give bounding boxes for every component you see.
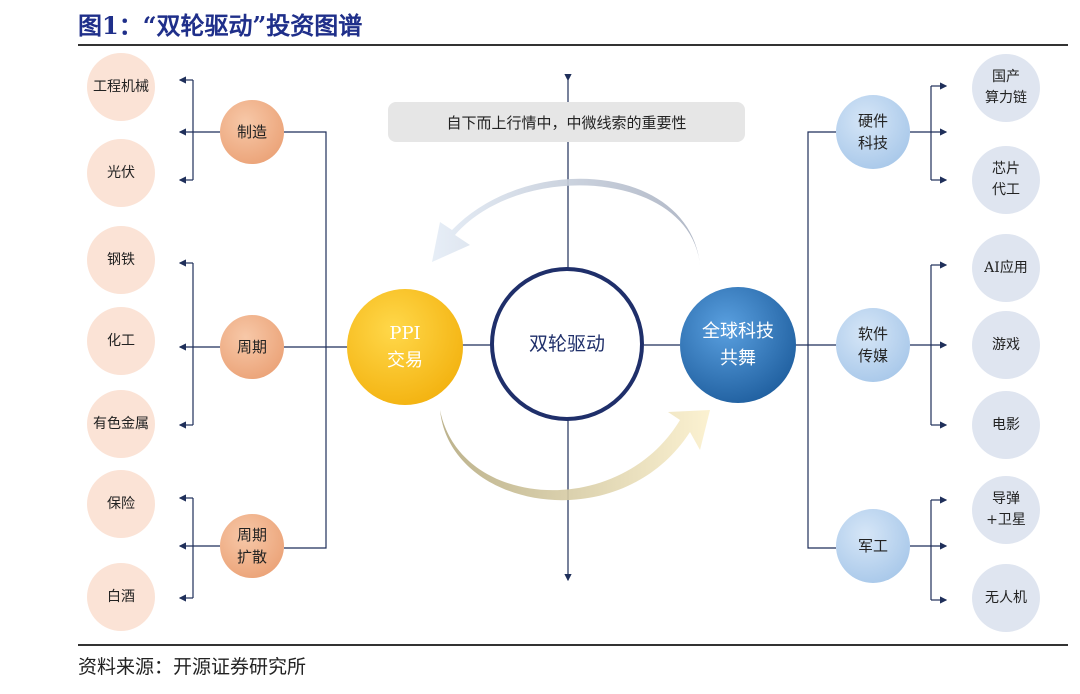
label-line: 传媒 bbox=[857, 347, 888, 365]
global-tech-node: 全球科技共舞 bbox=[680, 287, 796, 403]
group-manufacturing: 制造 bbox=[220, 100, 284, 164]
tech-line-2: 共舞 bbox=[720, 348, 756, 369]
group-software-media: 软件传媒 bbox=[836, 308, 910, 382]
ppi-line-1: PPI bbox=[389, 323, 421, 344]
bottom-divider bbox=[78, 644, 1068, 646]
leaf-node: 白酒 bbox=[87, 563, 155, 631]
leaf-node: 钢铁 bbox=[87, 226, 155, 294]
label-line: 扩散 bbox=[236, 548, 267, 566]
ppi-trade-node: PPI 交易 bbox=[347, 289, 463, 405]
dual-drive-center: 双轮驱动 bbox=[490, 267, 644, 421]
leaf-node: 有色金属 bbox=[87, 390, 155, 458]
label-line: 芯片 bbox=[992, 161, 1020, 177]
label-line: +卫星 bbox=[986, 512, 1026, 528]
ppi-line-2: 交易 bbox=[387, 350, 423, 371]
group-cyclical-spread: 周期扩散 bbox=[220, 514, 284, 578]
leaf-node: 国产算力链 bbox=[972, 54, 1040, 122]
leaf-node: 无人机 bbox=[972, 564, 1040, 632]
top-divider bbox=[78, 44, 1068, 46]
label-line: 代工 bbox=[992, 182, 1020, 198]
leaf-node: 光伏 bbox=[87, 139, 155, 207]
leaf-node: 工程机械 bbox=[87, 53, 155, 121]
insight-banner: 自下而上行情中，中微线索的重要性 bbox=[388, 102, 745, 142]
group-cyclical: 周期 bbox=[220, 315, 284, 379]
source-note: 资料来源：开源证券研究所 bbox=[78, 656, 307, 678]
leaf-node: 导弹 +卫星 bbox=[972, 476, 1040, 544]
leaf-node: 游戏 bbox=[972, 311, 1040, 379]
group-hardware-tech: 硬件科技 bbox=[836, 95, 910, 169]
label-line: 科技 bbox=[857, 134, 888, 152]
cycle-arrow-top bbox=[432, 178, 700, 265]
leaf-node: 芯片代工 bbox=[972, 146, 1040, 214]
label-line: 导弹 bbox=[991, 491, 1020, 507]
tech-line-1: 全球科技 bbox=[702, 321, 774, 342]
label-line: 国产 bbox=[992, 69, 1020, 85]
group-military: 军工 bbox=[836, 509, 910, 583]
label-line: 算力链 bbox=[985, 90, 1027, 106]
leaf-node: 保险 bbox=[87, 470, 155, 538]
leaf-node: 化工 bbox=[87, 307, 155, 375]
leaf-node: 电影 bbox=[972, 391, 1040, 459]
leaf-node: AI应用 bbox=[972, 234, 1040, 302]
label-line: 周期 bbox=[236, 525, 267, 544]
figure-title: 图1：“双轮驱动”投资图谱 bbox=[78, 11, 363, 40]
cycle-arrow-bottom bbox=[440, 410, 710, 501]
label-line: 硬件 bbox=[857, 111, 888, 130]
label-line: 软件 bbox=[857, 324, 888, 343]
